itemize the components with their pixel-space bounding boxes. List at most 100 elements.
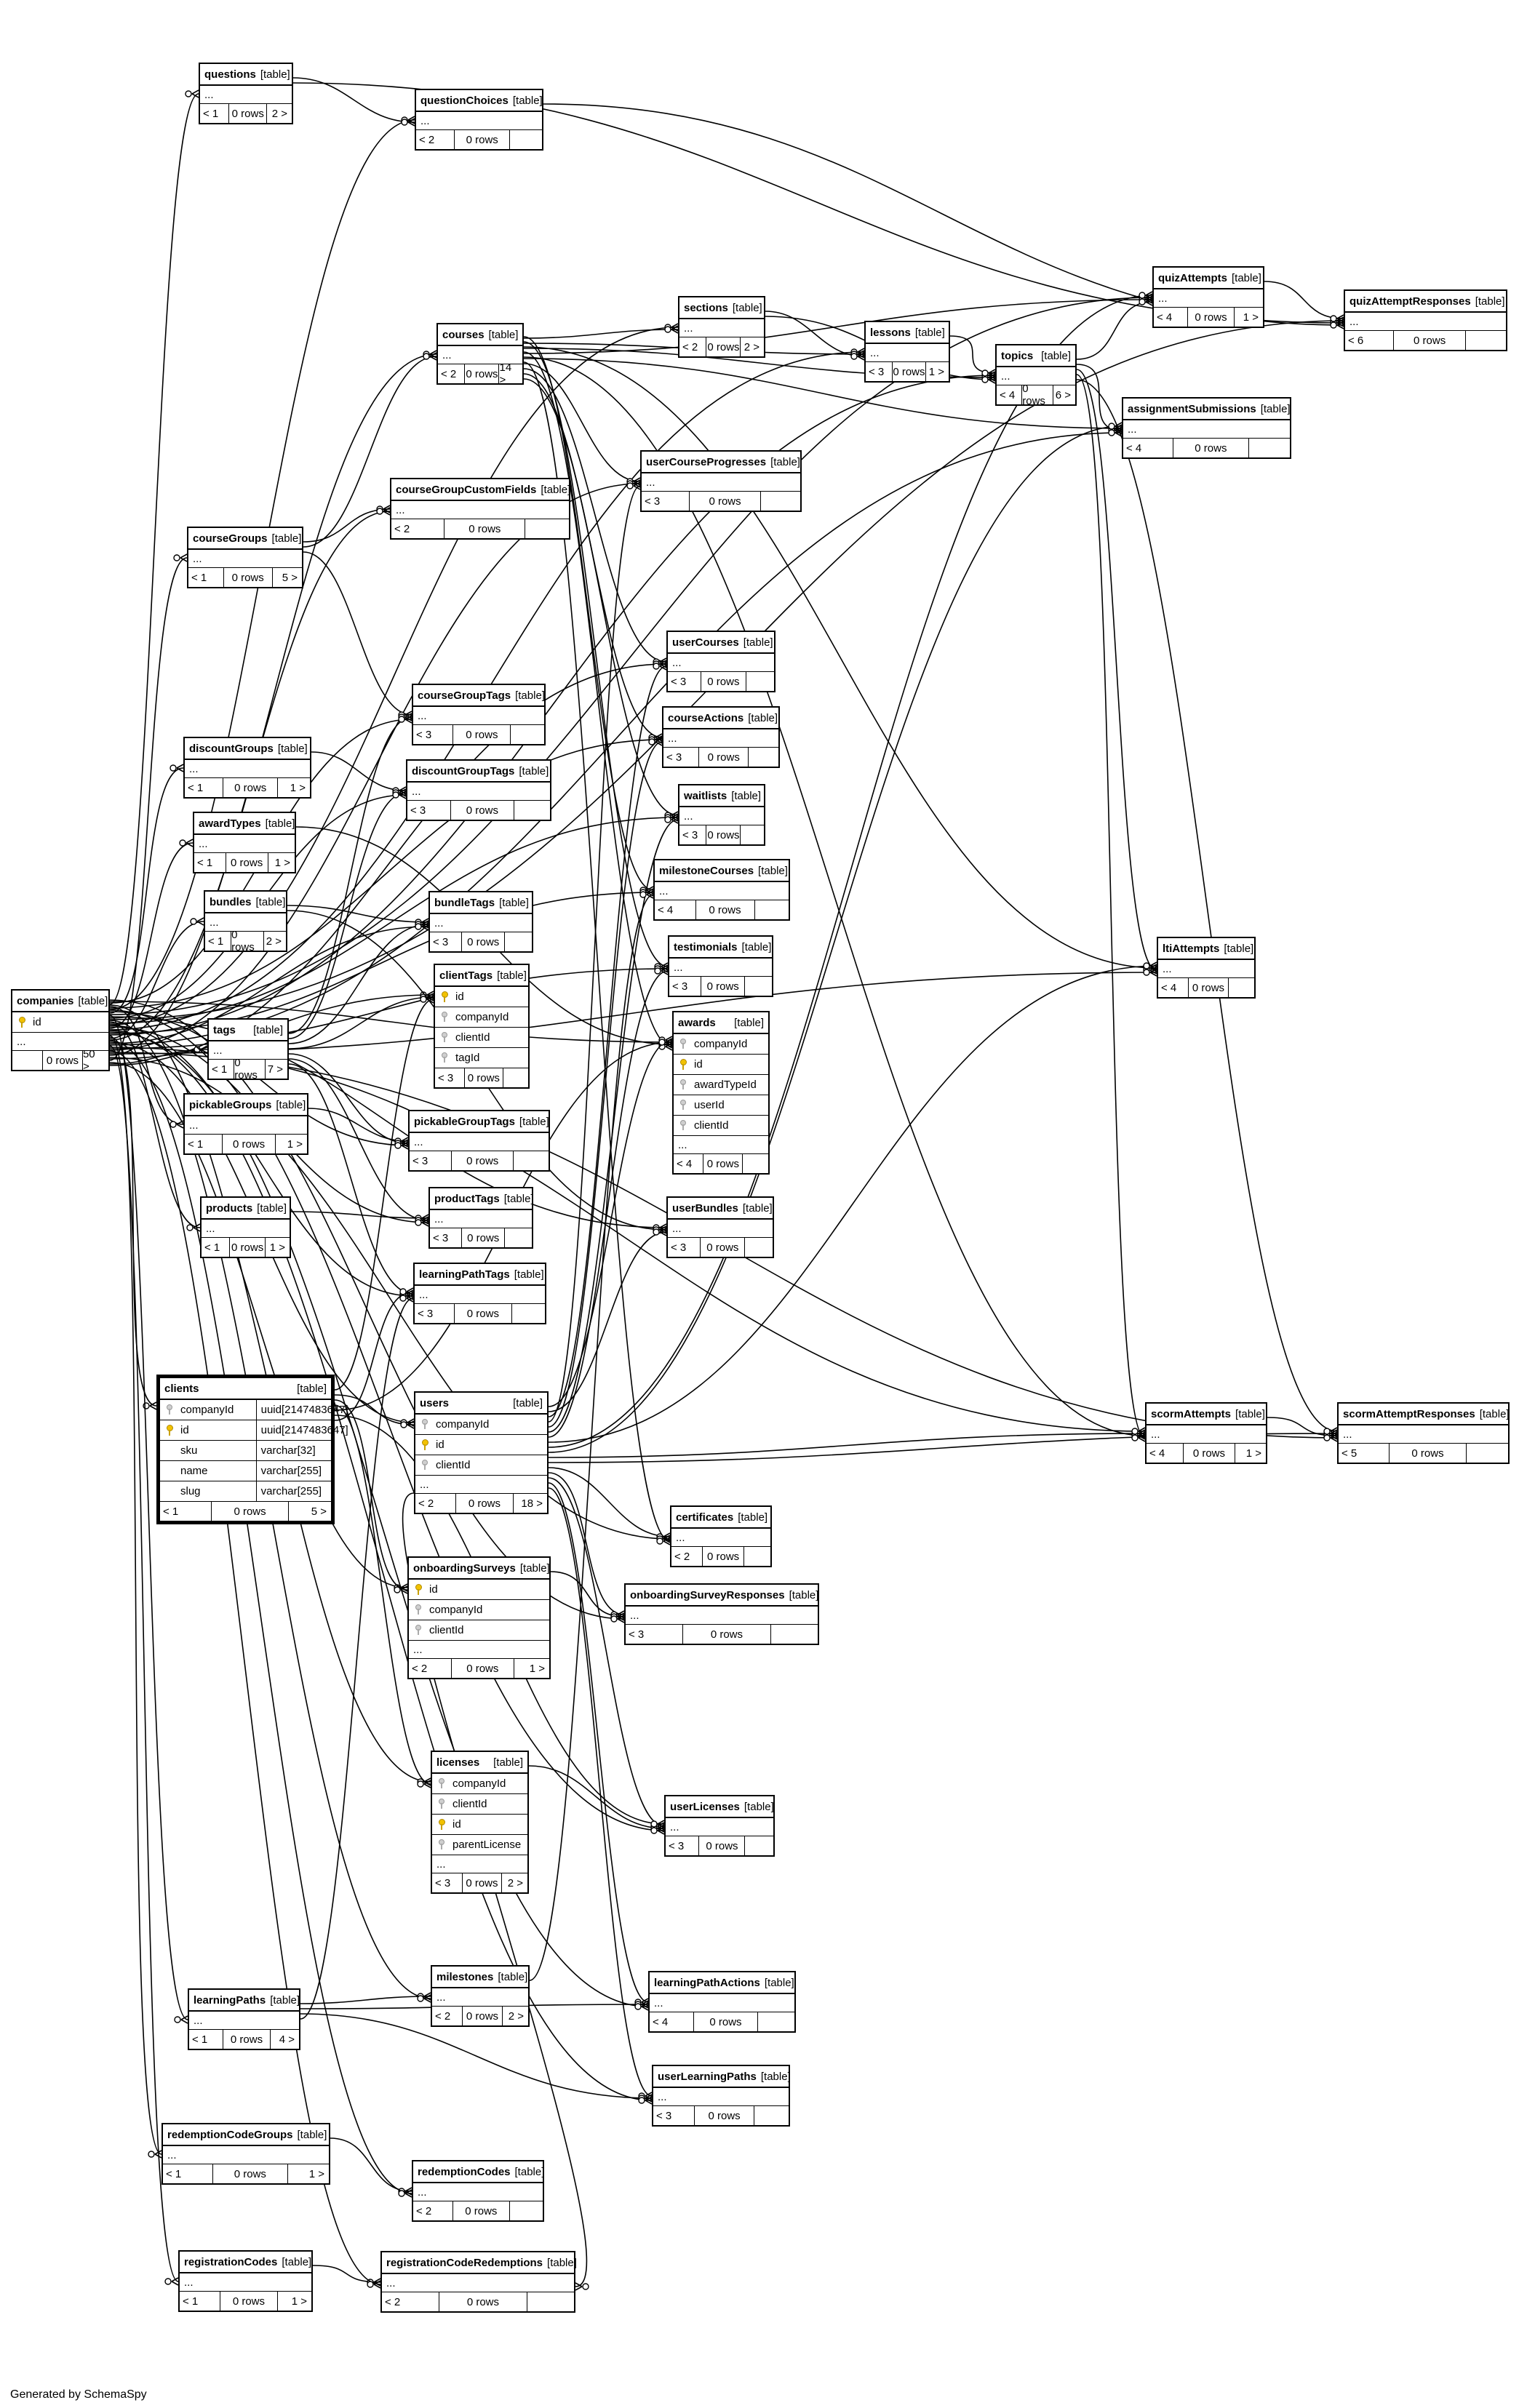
table-header[interactable]: productTags[table] [430,1188,534,1210]
column-row[interactable]: ... [671,1529,770,1547]
column-row[interactable]: awardTypeId [674,1075,768,1095]
children-link[interactable] [743,977,772,996]
table-header[interactable]: learningPaths[table] [189,1990,300,2012]
children-link[interactable]: 14 > [498,361,522,386]
column-row[interactable]: ... [430,914,532,932]
table-header[interactable]: userLearningPaths[table] [653,2066,791,2088]
table-header[interactable]: redemptionCodes[table] [413,2161,544,2183]
column-row[interactable]: id [674,1055,768,1075]
parents-link[interactable]: < 3 [645,495,661,508]
column-row[interactable]: ... [1158,960,1254,978]
parents-link[interactable]: < 1 [192,2033,208,2046]
table-header[interactable]: courseGroups[table] [188,528,302,550]
table-name[interactable]: clients [164,1382,199,1395]
parents-link[interactable]: < 3 [416,728,432,741]
table-header[interactable]: pickableGroups[table] [185,1095,307,1116]
parents-link[interactable]: < 4 [1149,1447,1165,1460]
table-header[interactable]: clients[table] [160,1378,331,1400]
children-link[interactable] [525,519,569,538]
table-header[interactable]: sections[table] [679,297,764,319]
column-row[interactable]: id [432,1815,527,1835]
table-header[interactable]: awards[table] [674,1012,768,1034]
column-row[interactable]: ... [866,344,949,362]
table-header[interactable]: assignmentSubmissions[table] [1123,399,1291,420]
column-row[interactable]: ... [12,1033,108,1051]
table-name[interactable]: waitlists [684,789,727,802]
children-link[interactable]: 1 > [265,1238,290,1257]
children-link[interactable] [509,2201,543,2220]
children-link[interactable]: 1 > [267,853,295,872]
parents-link[interactable]: < 4 [1000,388,1016,401]
column-row[interactable]: clientId [674,1116,768,1136]
column-row[interactable]: clientId [409,1620,549,1641]
children-link[interactable]: 1 > [277,2292,311,2311]
children-link[interactable]: 1 > [1234,308,1263,327]
table-name[interactable]: quizAttempts [1158,271,1227,284]
column-row[interactable]: ... [1154,289,1263,308]
parents-link[interactable]: < 2 [435,2009,451,2023]
column-row[interactable]: tagId [435,1048,528,1068]
children-link[interactable]: 18 > [513,1494,547,1513]
column-row[interactable]: ... [163,2146,329,2164]
table-name[interactable]: questions [204,68,256,81]
table-header[interactable]: milestoneCourses[table] [655,860,789,882]
table-name[interactable]: scormAttemptResponses [1343,1407,1475,1420]
column-row[interactable]: ... [189,2012,299,2030]
children-link[interactable]: 5 > [271,568,302,587]
children-link[interactable]: 2 > [501,1873,527,1892]
column-row[interactable]: ... [430,1210,532,1228]
parents-link[interactable]: < 4 [658,903,674,916]
table-name[interactable]: assignmentSubmissions [1128,402,1256,415]
column-row[interactable]: ... [626,1607,818,1625]
table-name[interactable]: productTags [434,1192,500,1205]
children-link[interactable] [1465,331,1506,350]
parents-link[interactable]: < 3 [669,1839,685,1852]
column-row[interactable]: ... [200,86,292,104]
parents-link[interactable]: < 2 [682,340,698,353]
children-link[interactable] [770,1625,818,1644]
column-row[interactable]: ... [185,1116,307,1135]
column-row[interactable]: ... [432,1855,527,1873]
table-header[interactable]: ltiAttempts[table] [1158,938,1254,960]
parents-link[interactable]: < 2 [416,2204,432,2217]
table-name[interactable]: users [420,1396,450,1409]
column-row[interactable]: clientId [435,1028,528,1048]
parents-link[interactable]: < 4 [677,1157,693,1170]
children-link[interactable] [742,1154,768,1173]
parents-link[interactable]: < 3 [656,2109,672,2122]
column-row[interactable]: ... [666,1818,773,1836]
column-row[interactable]: ... [188,550,302,568]
column-row[interactable]: companyId [435,1007,528,1028]
table-header[interactable]: courses[table] [438,324,522,346]
parents-link[interactable] [12,1051,42,1070]
children-link[interactable]: 5 > [288,1502,331,1521]
children-link[interactable] [743,1547,770,1566]
parents-link[interactable]: < 3 [666,751,682,764]
column-row[interactable]: clientId [415,1455,547,1476]
column-row[interactable]: ... [180,2273,311,2292]
children-link[interactable] [748,748,778,767]
table-name[interactable]: registrationCodes [184,2255,278,2268]
table-name[interactable]: lessons [870,326,911,339]
parents-link[interactable]: < 3 [671,675,687,688]
table-name[interactable]: userLicenses [670,1800,740,1813]
children-link[interactable] [744,1836,773,1855]
parents-link[interactable]: < 3 [869,365,885,378]
